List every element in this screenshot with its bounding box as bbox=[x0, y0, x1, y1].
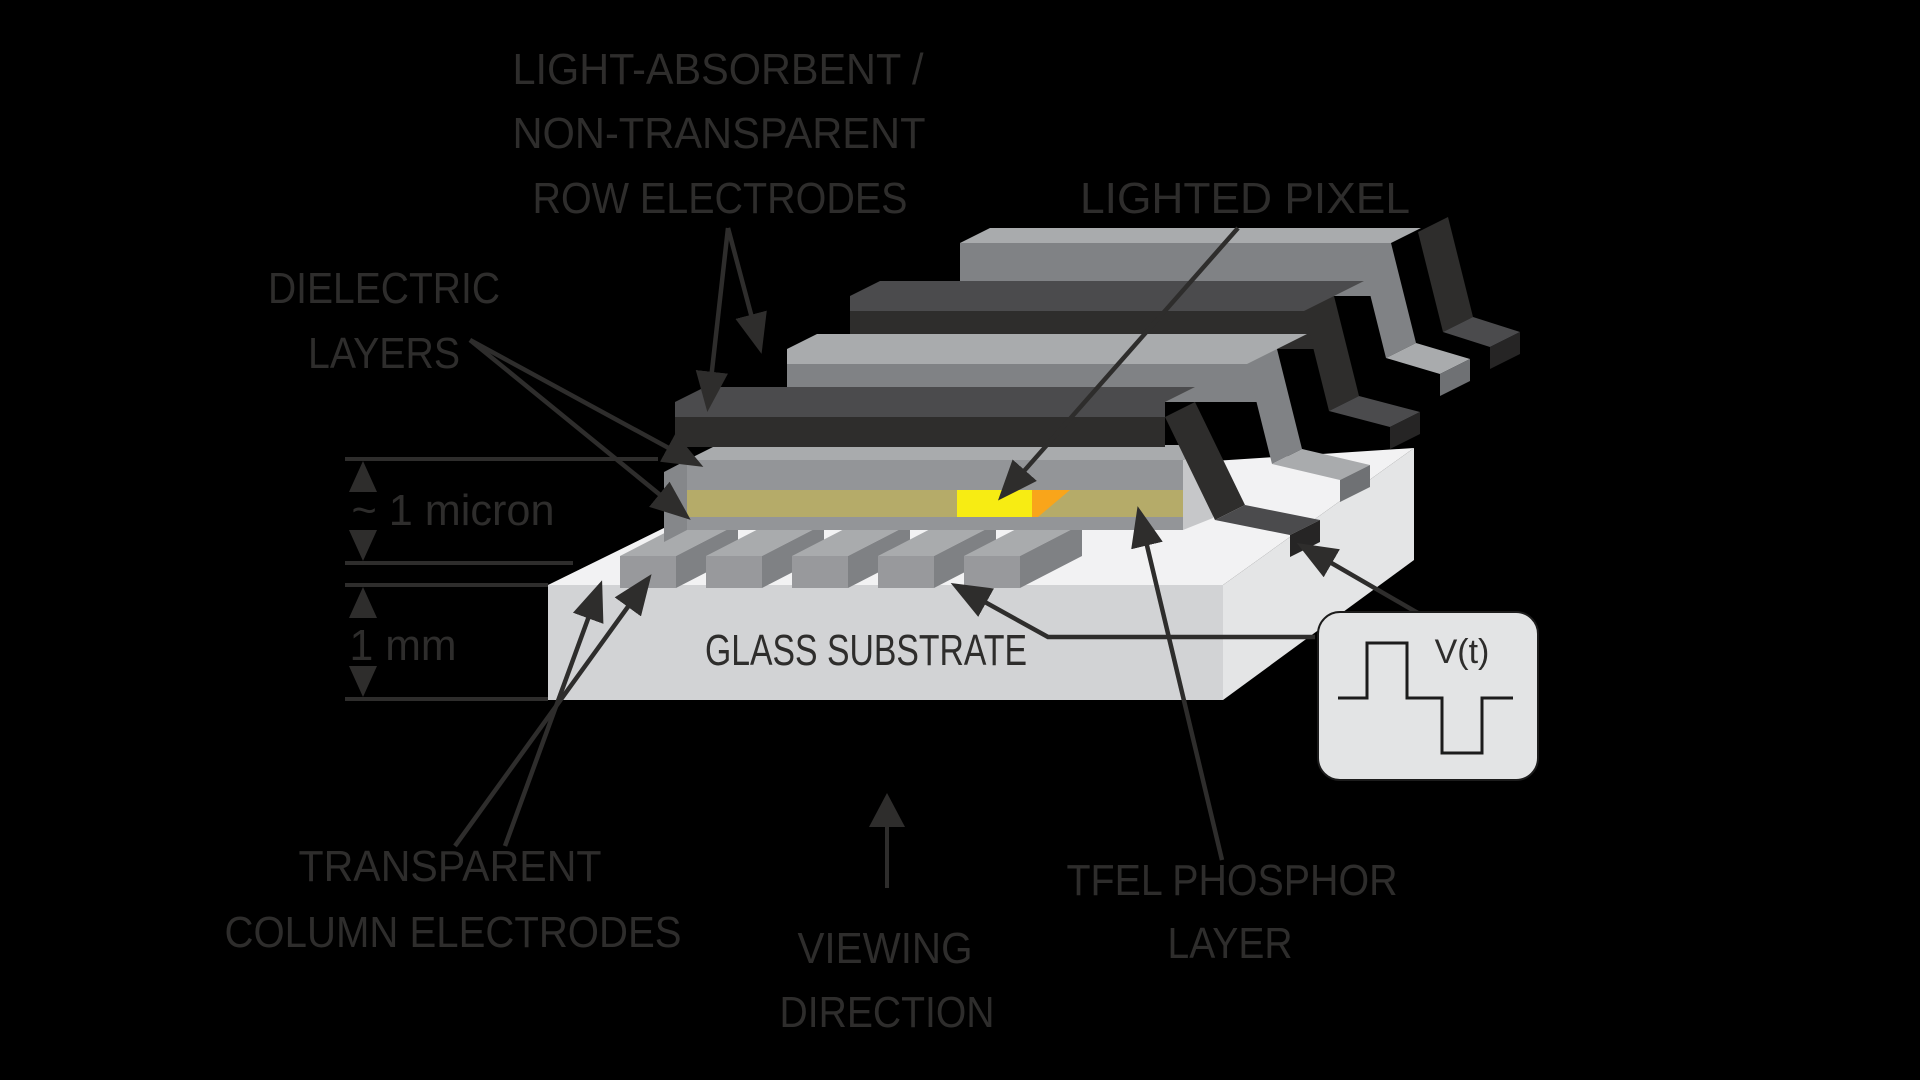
dielectric-layer-lower bbox=[687, 517, 1183, 530]
dim-micron-label: ~ 1 micron bbox=[352, 486, 555, 535]
dimension-micron: ~ 1 micron bbox=[345, 457, 658, 565]
substrate-front-face bbox=[548, 585, 1223, 700]
glass-substrate-label: GLASS SUBSTRATE bbox=[705, 626, 1027, 675]
tfel-arrow bbox=[1131, 506, 1225, 861]
arrow-up-icon bbox=[349, 587, 377, 618]
row-electrodes-arrow bbox=[695, 227, 731, 413]
row-electrode-dark bbox=[675, 387, 1320, 557]
column-electrode-bar bbox=[964, 524, 1082, 588]
callout-arrows bbox=[453, 226, 1425, 888]
stack-top-face bbox=[687, 445, 1213, 460]
lighted-pixel-yellow bbox=[957, 490, 1032, 517]
column-electrodes-label-2: COLUMN ELECTRODES bbox=[225, 908, 682, 957]
arrow-down-icon bbox=[349, 530, 377, 561]
dielectric-layer-upper bbox=[687, 460, 1183, 490]
row-electrodes-arrow bbox=[725, 227, 767, 354]
layer-stack bbox=[664, 445, 1213, 542]
row-electrodes-label-2: NON-TRANSPARENT bbox=[513, 109, 926, 158]
lighted-pixel-label: LIGHTED PIXEL bbox=[1080, 174, 1410, 223]
lighted-pixel-orange bbox=[1032, 490, 1070, 517]
viewing-direction-label-1: VIEWING bbox=[798, 924, 973, 973]
column-electrode-bar bbox=[792, 524, 910, 588]
tfel-label-1: TFEL PHOSPHOR bbox=[1067, 856, 1398, 905]
dielectric-arrow bbox=[468, 338, 704, 467]
dimension-mm: 1 mm bbox=[345, 583, 548, 701]
column-electrodes-arrow bbox=[453, 574, 652, 848]
labels: LIGHT-ABSORBENT / NON-TRANSPARENT ROW EL… bbox=[225, 45, 1411, 1037]
arrow-up-icon bbox=[349, 461, 377, 492]
tfel-phosphor-layer bbox=[687, 490, 1183, 517]
column-electrodes-arrow bbox=[502, 580, 604, 847]
dielectric-label-2: LAYERS bbox=[308, 329, 460, 378]
row-electrodes-label-3: ROW ELECTRODES bbox=[533, 174, 908, 223]
voltage-label: V(t) bbox=[1435, 633, 1490, 671]
glass-substrate-arrow bbox=[950, 583, 1315, 640]
arrow-up-icon bbox=[869, 793, 905, 827]
column-electrodes bbox=[620, 524, 1082, 588]
voltage-pad-arrow bbox=[1296, 542, 1425, 618]
row-electrodes-label-1: LIGHT-ABSORBENT / bbox=[513, 45, 925, 94]
viewing-direction-label-2: DIRECTION bbox=[780, 988, 995, 1037]
row-electrodes bbox=[675, 217, 1520, 557]
waveform-icon bbox=[1338, 641, 1513, 755]
arrow-down-icon bbox=[349, 666, 377, 697]
tfel-label-2: LAYER bbox=[1168, 919, 1293, 968]
staircase-ribbon-dark bbox=[1418, 217, 1520, 369]
dielectric-label-1: DIELECTRIC bbox=[268, 264, 500, 313]
column-electrodes-label-1: TRANSPARENT bbox=[299, 842, 602, 891]
dielectric-arrow bbox=[468, 338, 691, 520]
lighted-pixel-arrow bbox=[997, 226, 1240, 501]
voltage-waveform-box: V(t) bbox=[1317, 611, 1539, 781]
dim-mm-label: 1 mm bbox=[350, 621, 457, 670]
voltage-box bbox=[1317, 611, 1539, 781]
